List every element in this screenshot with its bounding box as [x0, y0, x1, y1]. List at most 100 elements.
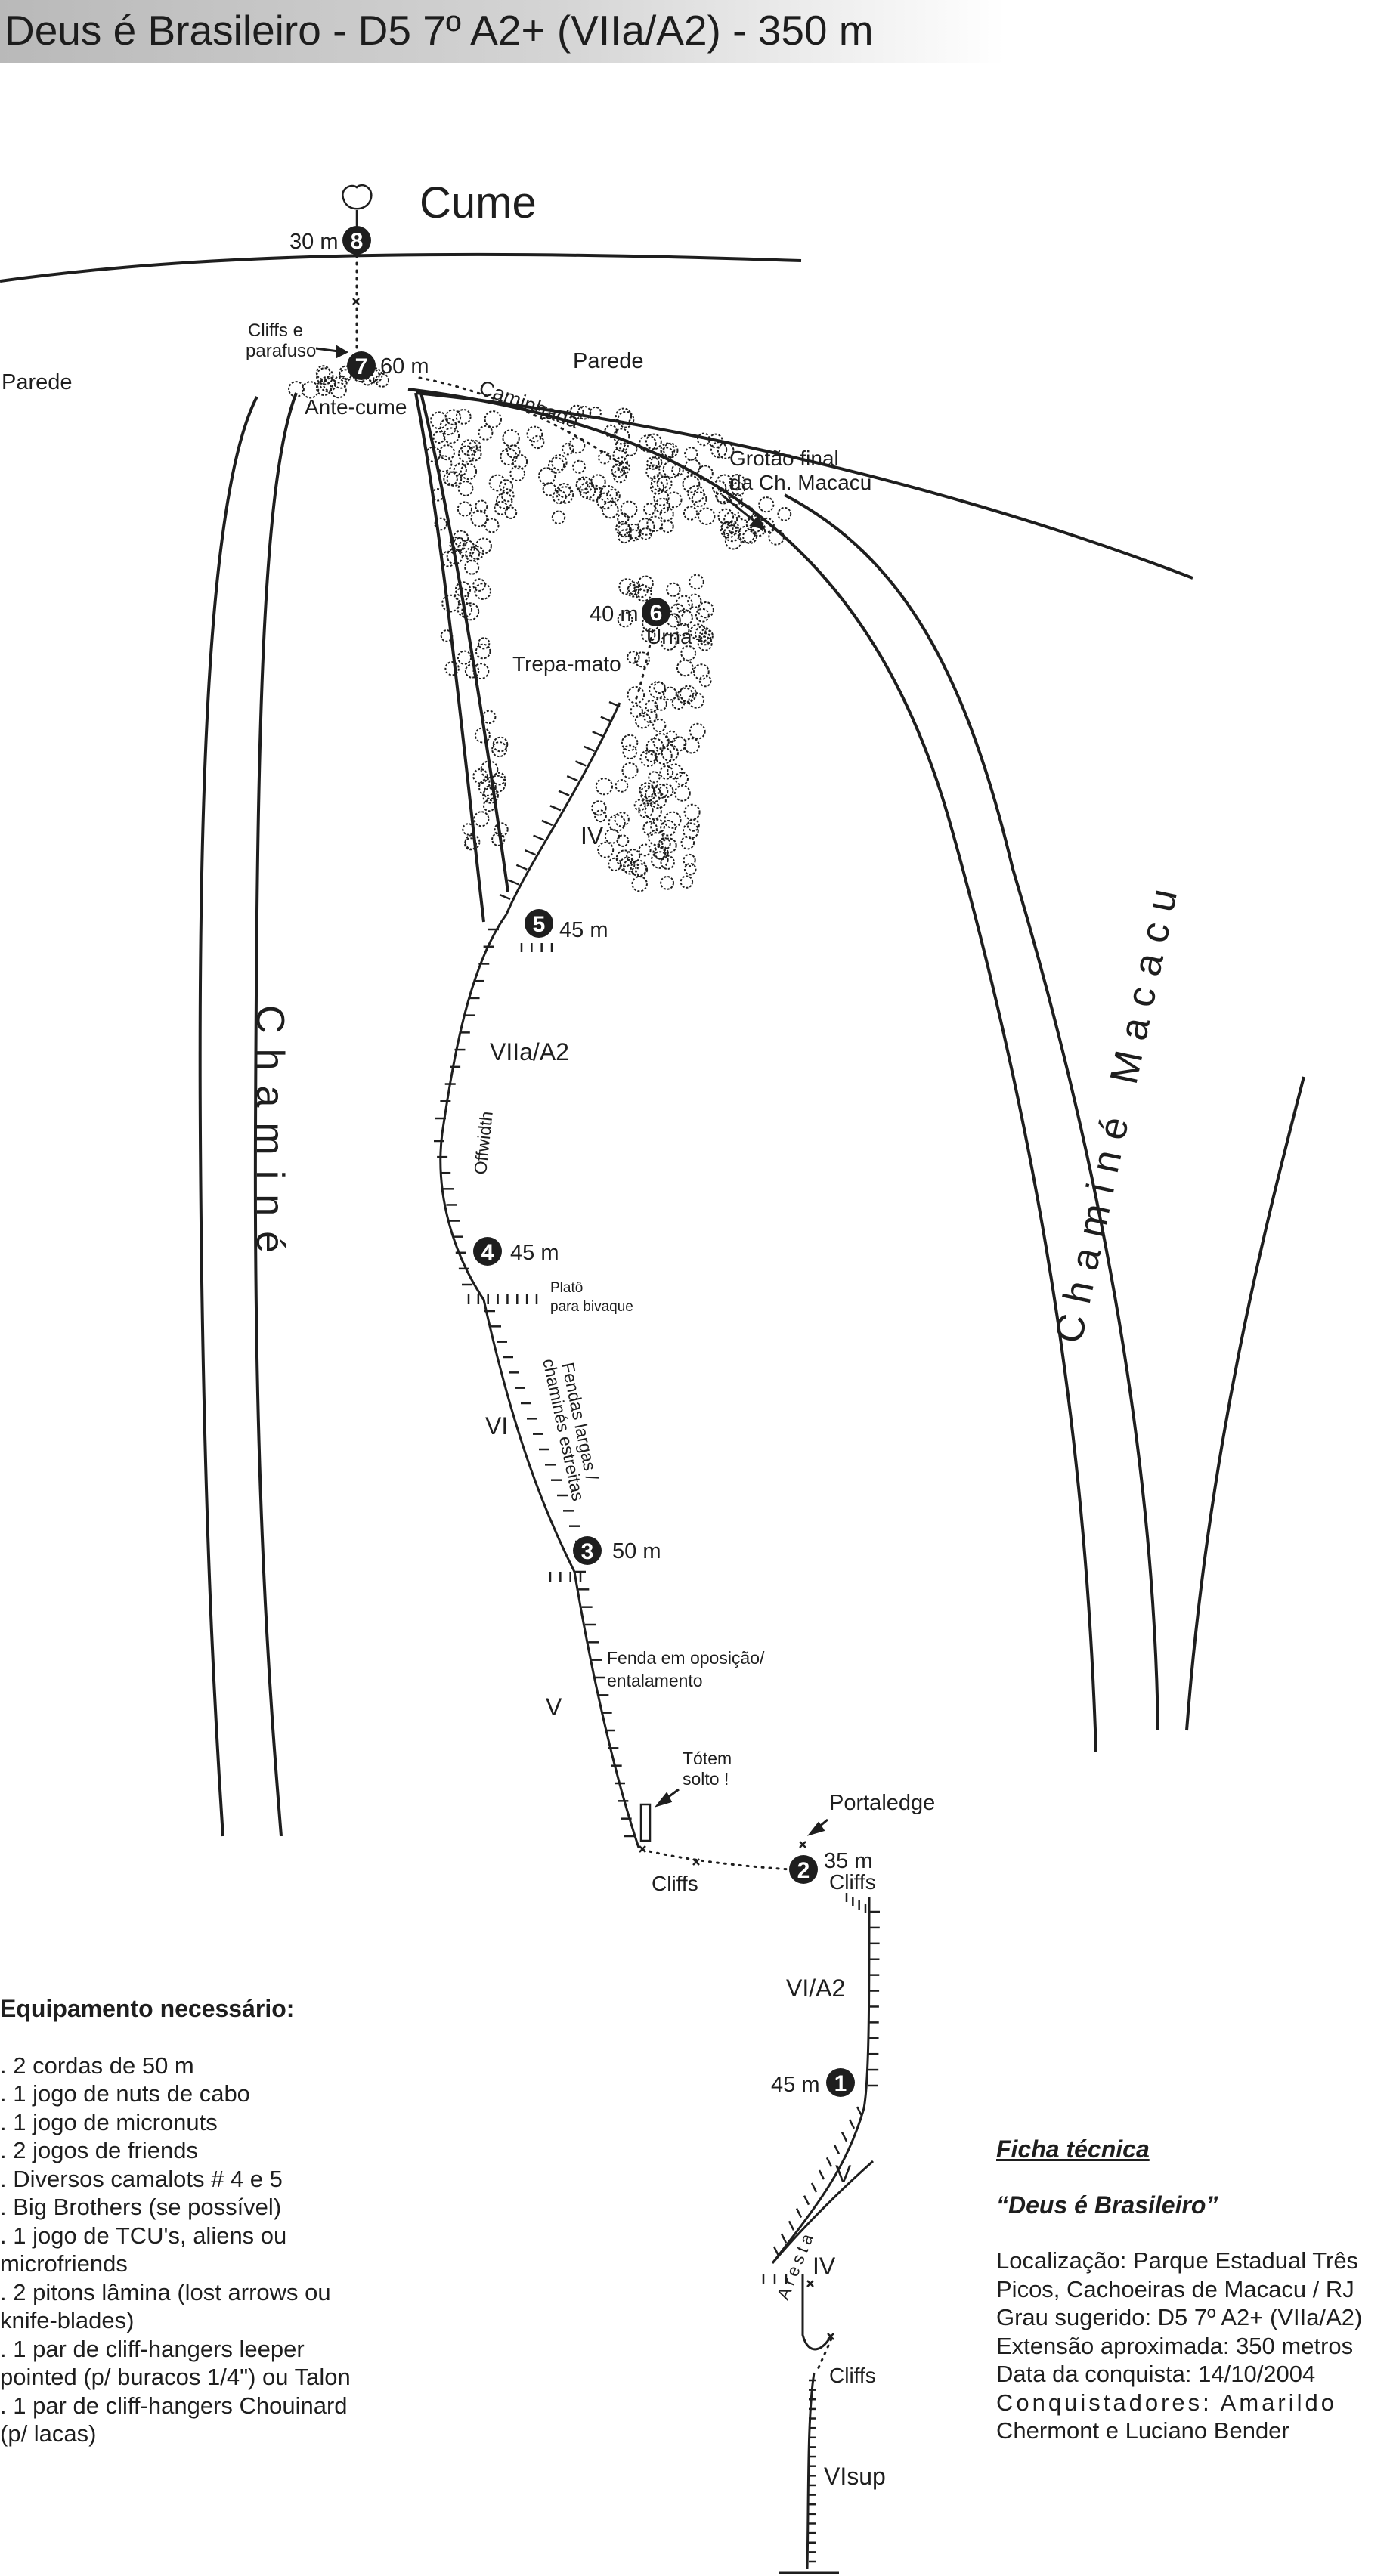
belay-5-length: 45 m: [559, 918, 608, 942]
equipment-line: . 2 pitons lâmina (lost arrows ou: [0, 2278, 331, 2305]
right-outer-wall: [1185, 1076, 1305, 1731]
ficha-line: Picos, Cachoeiras de Macacu / RJ: [996, 2275, 1354, 2302]
cliffs-low-dots: [815, 2337, 833, 2374]
label-plato-1: Platô: [550, 1280, 583, 1296]
label-grotao-2: da Ch. Macacu: [729, 471, 871, 494]
label-cliffs-low: Cliffs: [829, 2364, 876, 2387]
equipment-title: Equipamento necessário:: [0, 1995, 295, 2022]
label-fenda-2: entalamento: [607, 1671, 703, 1690]
belay-7: 7 60 m: [347, 351, 429, 380]
summit-tree-icon: [342, 184, 373, 227]
equipment-line: knife-blades): [0, 2307, 135, 2333]
label-plato-2: para bivaque: [550, 1299, 633, 1315]
label-urna: Urna: [646, 625, 692, 648]
svg-text:6: 6: [650, 601, 663, 626]
ficha-line: Chermont e Luciano Bender: [996, 2417, 1289, 2444]
grade-v-low: V: [835, 2160, 852, 2188]
belay-3: 3 50 m: [573, 1536, 661, 1565]
belay-7-length: 60 m: [380, 354, 429, 379]
label-cume: Cume: [419, 178, 537, 227]
equipment-line: . 2 cordas de 50 m: [0, 2052, 194, 2079]
ficha-title: Ficha técnica: [996, 2135, 1150, 2163]
belay-6-length: 40 m: [590, 602, 638, 626]
svg-text:8: 8: [351, 229, 364, 254]
label-parede-right: Parede: [573, 349, 644, 373]
label-ante-cume: Ante-cume: [305, 395, 407, 419]
equipment-line: . 1 jogo de TCU's, aliens ou: [0, 2222, 287, 2249]
belay-4-length: 45 m: [510, 1241, 559, 1265]
gully-left-line: [414, 392, 485, 923]
grade-vi: VI: [485, 1412, 508, 1440]
route-line-start: [806, 2372, 816, 2570]
belay-1-length: 45 m: [771, 2073, 819, 2097]
label-portaledge: Portaledge: [829, 1791, 935, 1815]
label-trepa-mato: Trepa-mato: [512, 652, 621, 676]
grade-v-mid: V: [546, 1693, 562, 1721]
ficha-tecnica: Ficha técnica “Deus é Brasileiro” Locali…: [996, 2135, 1389, 2445]
ficha-route-name: “Deus é Brasileiro”: [996, 2191, 1218, 2219]
svg-text:7: 7: [355, 354, 368, 379]
label-fenda-1: Fenda em oposição/: [607, 1648, 765, 1668]
label-chamine-right: Chaminé Macacu: [1047, 874, 1188, 1347]
label-grotao-1: Grotão final: [729, 447, 839, 470]
label-cliffs-mid: Cliffs: [652, 1872, 698, 1895]
svg-text:4: 4: [481, 1240, 494, 1265]
bolt-markers: [352, 298, 834, 2340]
grade-iv-upper: IV: [580, 822, 604, 849]
belay-4: 4 45 m: [473, 1237, 559, 1266]
label-aresta: Aresta: [773, 2228, 819, 2302]
equipment-line: . 1 jogo de micronuts: [0, 2108, 218, 2135]
gully-right-line: [419, 392, 509, 892]
equipment-line: . Big Brothers (se possível): [0, 2194, 282, 2220]
belay-8-length: 30 m: [289, 230, 338, 254]
left-chimney-inner-wall: [253, 392, 298, 1837]
equipment-line: pointed (p/ buracos 1/4") ou Talon: [0, 2364, 351, 2390]
grade-viia-a2: VIIa/A2: [490, 1038, 569, 1065]
caminhada-dots: [418, 376, 629, 470]
equipment-line: . 1 par de cliff-hangers Chouinard: [0, 2392, 348, 2419]
belay-3-length: 50 m: [612, 1539, 661, 1563]
macacu-chimney-outer-wall: [407, 388, 1097, 1752]
equipment-line: microfriends: [0, 2250, 128, 2277]
belay-1: 1 45 m: [771, 2068, 855, 2097]
ficha-line: Conquistadores: Amarildo: [996, 2389, 1337, 2416]
svg-text:3: 3: [581, 1539, 594, 1564]
equipment-line: . Diversos camalots # 4 e 5: [0, 2165, 283, 2192]
belay-2: 2 35 m: [789, 1849, 872, 1884]
ficha-line: Grau sugerido: D5 7º A2+ (VIIa/A2): [996, 2304, 1363, 2330]
title-bar: Deus é Brasileiro - D5 7º A2+ (VIIa/A2) …: [0, 0, 1005, 63]
belay-6: 6 40 m: [590, 598, 670, 626]
label-totem-2: solto !: [683, 1769, 729, 1789]
equipment-line: . 1 par de cliff-hangers leeper: [0, 2335, 305, 2362]
label-cliffs-2: Cliffs: [829, 1870, 876, 1894]
topo-title: Deus é Brasileiro - D5 7º A2+ (VIIa/A2) …: [5, 7, 874, 54]
svg-text:2: 2: [797, 1858, 810, 1883]
belay-8: 8 30 m: [289, 226, 371, 255]
equipment-line: . 1 jogo de nuts de cabo: [0, 2080, 250, 2107]
ficha-line: Localização: Parque Estadual Três: [996, 2247, 1359, 2274]
ficha-line: Data da conquista: 14/10/2004: [996, 2361, 1316, 2387]
route-line-main: [439, 914, 640, 1848]
svg-text:5: 5: [533, 912, 546, 937]
equipment-list: Equipamento necessário: . 2 cordas de 50…: [0, 1995, 423, 2448]
grade-visup: VIsup: [824, 2463, 886, 2490]
vegetation: [288, 365, 792, 892]
macacu-chimney-inner-wall: [784, 493, 1159, 1731]
equipment-line: (p/ lacas): [0, 2420, 97, 2447]
label-offwidth: Offwidth: [470, 1110, 497, 1175]
label-cliffs-e: Cliffs e: [248, 320, 303, 341]
belay-2-length: 35 m: [824, 1849, 872, 1873]
grade-iv-low: IV: [813, 2253, 836, 2280]
ficha-line: Extensão aproximada: 350 metros: [996, 2332, 1354, 2359]
cliffs-traverse-dots: [641, 1848, 803, 1872]
rock-edge-hatching: [434, 700, 880, 2563]
label-totem-1: Tótem: [683, 1749, 732, 1768]
left-chimney-outer-wall: [198, 396, 258, 1837]
svg-text:1: 1: [834, 2071, 847, 2096]
belay-5: 5 45 m: [525, 909, 608, 942]
route-line-upper: [505, 702, 621, 915]
totem-block: [639, 1803, 652, 1842]
label-parede-left: Parede: [2, 370, 73, 394]
label-chamine-left: Chaminé: [248, 1005, 292, 1268]
